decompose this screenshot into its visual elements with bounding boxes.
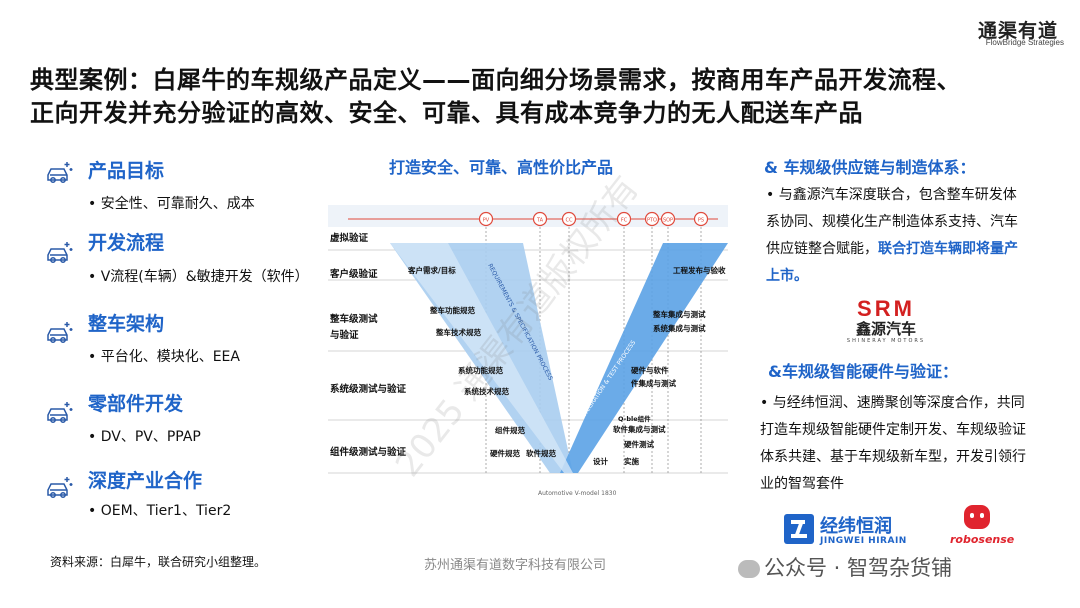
section-heading-dev-process: 开发流程 — [88, 232, 165, 254]
v-label-customer-req: 客户需求/目标 — [407, 265, 456, 275]
v-label-hardware: 硬件规范 — [490, 448, 520, 458]
gate-marker — [532, 211, 548, 227]
row-label-component: 组件级测试与验证 — [330, 446, 407, 458]
wechat-icon — [738, 560, 760, 578]
right-text-smart-hardware: • 与经纬恒润、速腾聚创等深度合作，共同打造车规级智能硬件定制开发、车规级验证体… — [760, 395, 1026, 492]
srm-logo-en: SHINERAY MOTORS — [846, 338, 926, 344]
v-label-component: 组件规范 — [495, 425, 525, 435]
v-label-vehicle-int: 整车集成与测试 — [653, 309, 706, 319]
gate-marker — [660, 211, 676, 227]
supply-chain-highlight: 联合打造车辆即将量产上市。 — [766, 241, 1018, 284]
right-heading-smart-hardware: &车规级智能硬件与验证： — [768, 362, 958, 381]
row-label-customer: 客户级验证 — [329, 268, 378, 280]
srm-logo-mark: SRM — [857, 296, 915, 321]
jingwei-logo-mark — [784, 514, 814, 544]
v-label-system-func: 系统功能规范 — [458, 365, 503, 375]
v-diagram-note: Automotive V-model 1830 — [538, 490, 617, 497]
gate-label: FC — [621, 218, 628, 224]
section-heading-component-dev: 零部件开发 — [88, 393, 184, 415]
gate-marker — [693, 211, 709, 227]
gate-label: PV — [483, 218, 490, 224]
section-item-vehicle-arch: • 平台化、模块化、EEA — [88, 349, 240, 365]
brand-subtitle: FlowBridge Strategies — [985, 38, 1064, 47]
right-heading-supply-chain: & 车规级供应链与制造体系： — [764, 158, 976, 177]
v-label-qble: Q-ble组件 — [618, 414, 651, 423]
car-sparkle-icon — [47, 322, 73, 343]
v-label-sw-int: 软件集成与测试 — [613, 424, 666, 434]
v-label-system-int: 系统集成与测试 — [653, 323, 706, 333]
srm-logo: SRM 鑫源汽车 SHINERAY MOTORS — [834, 298, 938, 350]
gate-label: PTO — [647, 218, 657, 224]
gate-marker — [616, 211, 632, 227]
srm-logo-cn: 鑫源汽车 — [855, 320, 916, 338]
jingwei-logo-cn: 经纬恒润 — [820, 516, 892, 537]
v-label-eng-release: 工程发布与验收 — [673, 265, 726, 275]
brand-name: 通渠有道 — [977, 20, 1058, 42]
v-label-hw-sw: 硬件与软件 — [631, 365, 669, 375]
section-heading-product-goal: 产品目标 — [88, 160, 165, 182]
section-item-industry-coop: • OEM、Tier1、Tier2 — [88, 503, 232, 519]
company-name: 苏州通渠有道数字科技有限公司 — [424, 558, 607, 573]
section-item-product-goal: • 安全性、可靠耐久、成本 — [88, 196, 255, 212]
v-label-software: 软件规范 — [526, 448, 556, 458]
car-sparkle-icon — [47, 402, 73, 423]
gate-label: SOP — [663, 218, 673, 224]
right-text-supply-chain: • 与鑫源汽车深度联合，包含整车研发体系协同、规模化生产制造体系支持、汽车供应链… — [766, 182, 1028, 290]
page-title-line1: 典型案例：白犀牛的车规级产品定义——面向细分场景需求，按商用车产品开发流程、 — [30, 66, 961, 94]
car-sparkle-icon — [47, 242, 73, 263]
section-item-dev-process: • V流程(车辆）&敏捷开发（软件） — [88, 269, 309, 285]
jingwei-logo: 经纬恒润 JINGWEI HIRAIN — [784, 512, 924, 552]
v-model-diagram: PV TA CC FC PTO SOP PS 虚拟验证 客户级验证 整车级测试 与验证 系统… — [328, 205, 728, 497]
jingwei-logo-en: JINGWEI HIRAIN — [820, 536, 907, 546]
robosense-logo-text: robosense — [950, 533, 1015, 546]
wechat-account: 公众号 · 智驾杂货铺 — [738, 552, 952, 582]
gate-label: CC — [566, 218, 573, 224]
v-right-arm — [560, 243, 728, 473]
row-label-virtual: 虚拟验证 — [330, 232, 369, 244]
center-title: 打造安全、可靠、高性价比产品 — [389, 158, 614, 177]
v-label-system-tech: 系统技术规范 — [464, 386, 509, 396]
car-sparkle-icon — [47, 162, 73, 183]
row-label-vehicle-2: 与验证 — [330, 329, 359, 341]
v-left-inner — [390, 243, 573, 473]
gate-marker — [644, 211, 660, 227]
supply-chain-body: • 与鑫源汽车深度联合，包含整车研发体系协同、规模化生产制造体系支持、汽车供应链… — [766, 187, 1018, 257]
gate-markers: PV TA CC FC PTO SOP PS — [478, 211, 709, 473]
car-sparkle-icon — [47, 477, 73, 498]
row-label-system: 系统级测试与验证 — [330, 383, 407, 395]
page-title-line2: 正向开发并充分验证的高效、安全、可靠、具有成本竞争力的无人配送车产品 — [30, 99, 863, 127]
gate-marker — [478, 211, 494, 227]
row-label-vehicle-1: 整车级测试 — [329, 313, 378, 325]
section-heading-vehicle-arch: 整车架构 — [88, 313, 165, 335]
source-note: 资料来源：白犀牛，联合研究小组整理。 — [50, 555, 267, 569]
robosense-logo: robosense — [950, 503, 1020, 553]
v-label-vehicle-tech: 整车技术规范 — [436, 327, 481, 337]
wechat-label: 公众号 · 智驾杂货铺 — [764, 556, 953, 580]
section-item-component-dev: • DV、PV、PPAP — [88, 429, 201, 445]
v-label-design: 设计 — [593, 456, 608, 466]
robosense-robot-icon — [964, 505, 990, 529]
gate-label: PS — [698, 218, 704, 224]
v-label-hw-test: 硬件测试 — [624, 439, 654, 449]
section-heading-industry-coop: 深度产业合作 — [88, 470, 203, 492]
v-label-implement: 实施 — [624, 456, 639, 466]
v-label-vehicle-func: 整车功能规范 — [430, 305, 475, 315]
gate-label: TA — [536, 218, 544, 224]
gate-marker — [561, 211, 577, 227]
v-label-part-int: 件集成与测试 — [631, 378, 676, 388]
